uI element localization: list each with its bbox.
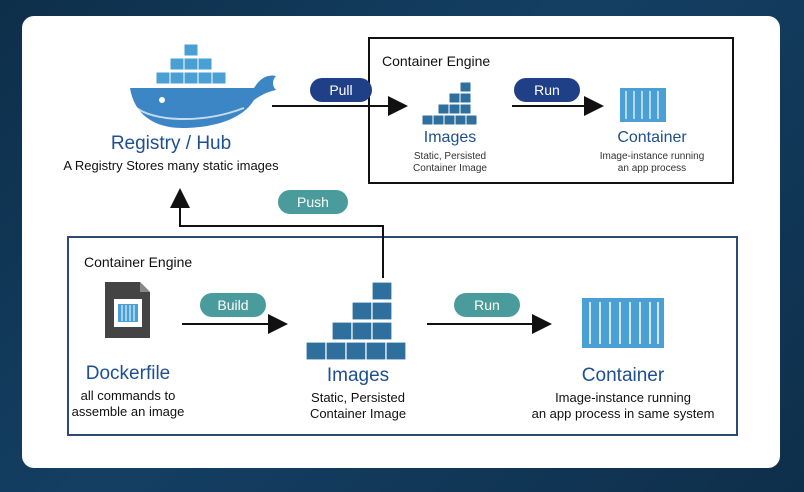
bottom-container-title: Container bbox=[581, 365, 665, 386]
top-images-stack-icon bbox=[421, 81, 478, 126]
top-run-pill: Run bbox=[514, 78, 580, 102]
build-pill: Build bbox=[200, 293, 266, 317]
bottom-images-title: Images bbox=[326, 365, 390, 386]
diagram-card: Registry / Hub A Registry Stores many st… bbox=[22, 16, 780, 468]
bottom-container-sub1: Image-instance running bbox=[555, 390, 691, 405]
dockerfile-title: Dockerfile bbox=[85, 363, 171, 384]
bottom-engine-label: Container Engine bbox=[84, 254, 193, 270]
bottom-container-engine-box bbox=[67, 236, 738, 436]
registry-subtitle: A Registry Stores many static images bbox=[63, 158, 279, 173]
push-arrow bbox=[170, 188, 384, 278]
bottom-images-stack-icon bbox=[305, 281, 407, 361]
top-container-title: Container bbox=[617, 129, 687, 146]
bottom-images-sub1: Static, Persisted bbox=[311, 390, 405, 405]
top-images-title: Images bbox=[423, 129, 477, 146]
top-engine-label: Container Engine bbox=[382, 53, 491, 69]
top-container-sub1: Image-instance running bbox=[599, 151, 705, 162]
bottom-container-icon bbox=[582, 298, 664, 348]
bottom-images-sub2: Container Image bbox=[309, 406, 407, 421]
connector-layer bbox=[170, 96, 604, 334]
top-container-icon bbox=[620, 88, 666, 122]
top-images-sub1: Static, Persisted bbox=[413, 151, 487, 162]
top-container-sub2: an app process bbox=[617, 163, 687, 174]
dockerfile-sub2: assemble an image bbox=[71, 404, 185, 419]
registry-title: Registry / Hub bbox=[110, 133, 232, 154]
dockerfile-sub1: all commands to bbox=[80, 388, 176, 403]
top-container-engine-box bbox=[368, 37, 734, 184]
docker-whale-icon bbox=[130, 43, 276, 128]
pull-pill: Pull bbox=[310, 78, 372, 102]
dockerfile-icon bbox=[105, 282, 150, 338]
push-pill: Push bbox=[278, 190, 348, 214]
bottom-container-sub2: an app process in same system bbox=[531, 406, 715, 421]
top-images-sub2: Container Image bbox=[413, 163, 487, 174]
bottom-run-pill: Run bbox=[454, 293, 520, 317]
